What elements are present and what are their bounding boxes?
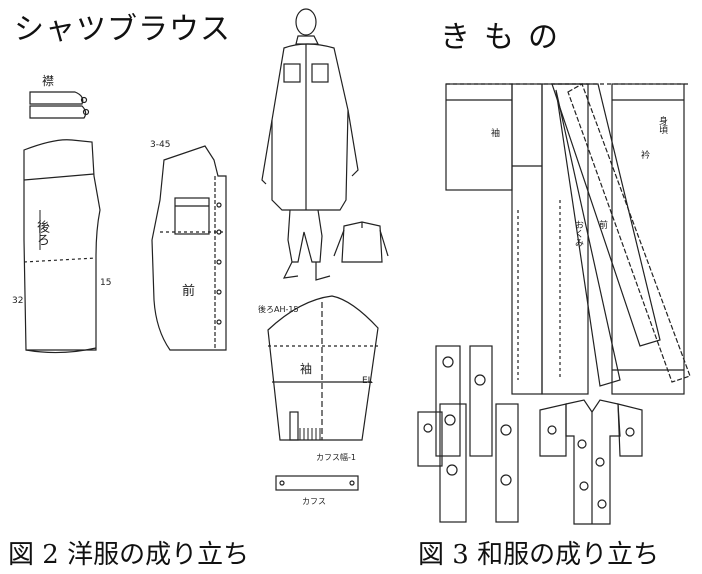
- shirt-cuff-label: カフス: [302, 497, 326, 506]
- shirt-collar-pattern: [29, 91, 90, 119]
- shirt-back-ah-label: 後ろAH-15: [258, 305, 299, 314]
- shirt-back-pattern: [23, 139, 101, 354]
- shirt-length-label: 32: [12, 296, 24, 306]
- kimono-section-title: きもの: [440, 20, 572, 55]
- shirt-front-label: 前: [182, 284, 196, 299]
- kimono-collar-label: 衿: [639, 150, 649, 159]
- shirt-cuff-pattern: [275, 475, 359, 491]
- shirt-side-label: 15: [100, 278, 112, 288]
- shirt-back-label: 後ろ: [34, 220, 49, 246]
- shirt-sleeve-pattern: [267, 295, 379, 441]
- shirt-back-view-sketch: [333, 221, 389, 263]
- shirt-el-label: EL: [362, 376, 373, 386]
- shirt-front-shoulder-label: 3-45: [150, 140, 171, 150]
- figure-caption-western: 図 2 洋服の成り立ち: [8, 540, 250, 570]
- kimono-finished-sketch: [539, 399, 643, 525]
- shirt-front-pattern: [151, 145, 227, 351]
- shirt-figure-sketch: [261, 8, 359, 281]
- kimono-body-label: 身頃: [657, 116, 667, 134]
- figure-caption-kimono: 図 3 和服の成り立ち: [418, 540, 660, 570]
- kimono-okumi-label: おくみ: [573, 220, 583, 247]
- kimono-fabric-strips: [417, 345, 519, 523]
- kimono-main-pattern: [445, 83, 691, 395]
- shirt-collar-label: 襟: [42, 74, 55, 88]
- shirt-section-title: シャツブラウス: [14, 12, 231, 47]
- shirt-sleeve-label: 袖: [300, 362, 313, 376]
- kimono-front-label: 前: [597, 220, 607, 229]
- kimono-sleeve-label: 袖: [489, 128, 499, 137]
- shirt-cuff-width-label: カフス幅-1: [316, 453, 356, 462]
